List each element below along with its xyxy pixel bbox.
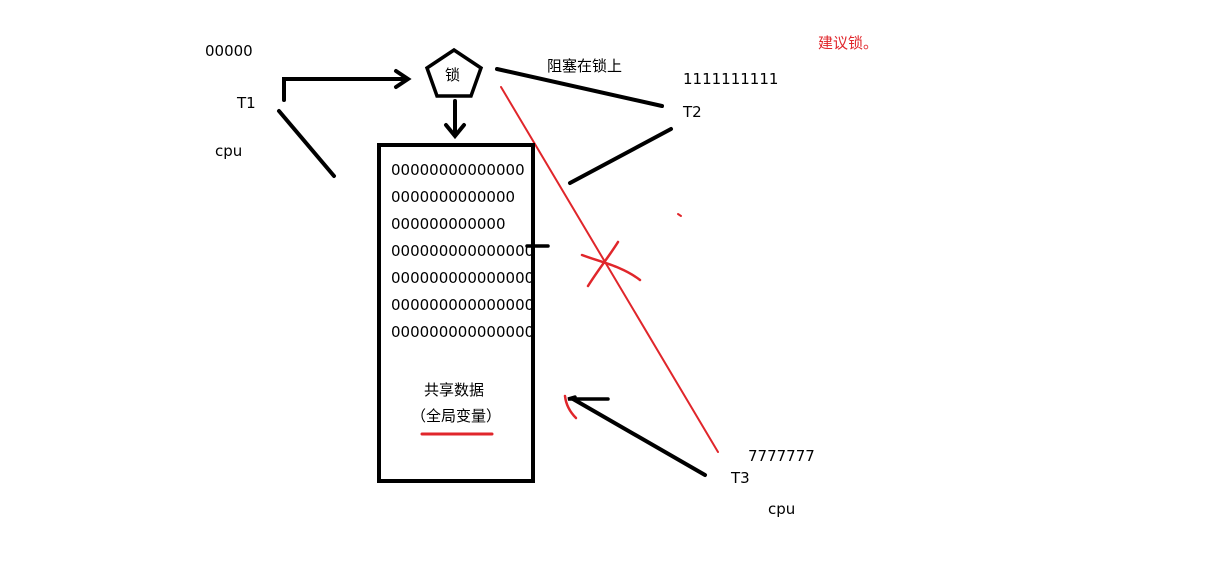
t2-blocked-line: [495, 67, 664, 108]
shared-data-subtitle: （全局变量）: [411, 407, 502, 425]
advisory-lock-label: 建议锁。: [818, 34, 879, 52]
blocked-on-lock-label: 阻塞在锁上: [547, 57, 623, 75]
t1-name: T1: [237, 94, 256, 112]
data-row: 000000000000: [391, 215, 506, 233]
data-row: 000000000000000: [391, 323, 535, 341]
t1-cpu: cpu: [215, 142, 243, 160]
shared-data-box: [377, 143, 535, 483]
t1-value: 00000: [205, 42, 253, 60]
shared-data-title: 共享数据: [424, 381, 485, 399]
red-hook-mark: [563, 394, 578, 420]
t3-cpu: cpu: [768, 500, 796, 518]
data-row: 000000000000000: [391, 269, 535, 287]
red-cross-mark-b: [580, 253, 642, 282]
data-row: 00000000000000: [391, 161, 525, 179]
lock-to-data-arrowhead: [444, 123, 466, 140]
t2-value: 1111111111: [683, 70, 779, 88]
t2-access-line: [568, 127, 673, 185]
t3-arrowhead: [567, 395, 610, 401]
red-bypass-line: [500, 86, 719, 453]
t1-arrowhead: [394, 69, 412, 89]
t3-name: T3: [731, 469, 750, 487]
t3-access-line: [571, 397, 707, 477]
t1-to-lock-arrow: [282, 77, 407, 102]
data-row: 0000000000000: [391, 188, 516, 206]
t3-value: 7777777: [748, 447, 815, 465]
t2-name: T2: [683, 103, 702, 121]
shared-data-rows: 00000000000000 0000000000000 00000000000…: [391, 157, 534, 346]
data-row: 000000000000000: [391, 242, 535, 260]
data-row: 000000000000000: [391, 296, 535, 314]
lock-label: 锁: [445, 66, 461, 84]
t1-access-line: [277, 109, 336, 178]
lock-pentagon: [424, 47, 484, 98]
red-dot-mark: [677, 213, 682, 217]
red-cross-mark-a: [586, 240, 620, 288]
